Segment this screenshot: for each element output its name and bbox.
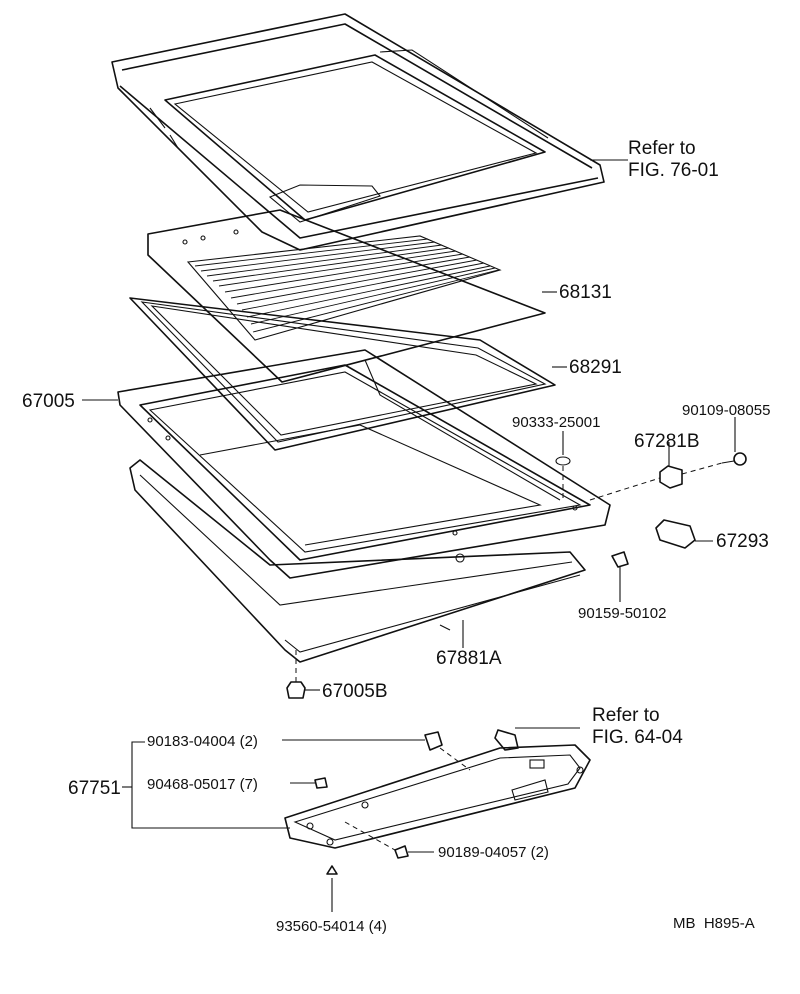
overhead-console-67751 <box>284 729 591 895</box>
stopper-67293 <box>655 519 696 549</box>
sunroof-trim-frame <box>129 459 586 663</box>
sunroof-glass-panel <box>147 209 546 383</box>
label-67005: 67005 <box>22 391 75 412</box>
label-67005b: 67005B <box>322 681 388 702</box>
refer-fig-64-04-line1: Refer to <box>592 705 660 726</box>
label-90109-08055: 90109-08055 <box>682 402 770 419</box>
label-90333-25001: 90333-25001 <box>512 414 600 431</box>
clip-90159 <box>611 551 629 568</box>
label-90183-04004: 90183-04004 (2) <box>147 733 258 750</box>
refer-fig-76-01-line2: FIG. 76-01 <box>628 160 719 181</box>
label-67881a: 67881A <box>436 648 502 669</box>
weatherstrip-seal <box>129 297 556 451</box>
bracket-67281b <box>659 465 683 489</box>
label-90468-05017: 90468-05017 (7) <box>147 776 258 793</box>
leader-lines <box>82 159 736 912</box>
label-93560-54014: 93560-54014 (4) <box>276 918 387 935</box>
label-90159-50102: 90159-50102 <box>578 605 666 622</box>
label-90189-04057: 90189-04057 (2) <box>438 844 549 861</box>
label-67293: 67293 <box>716 531 769 552</box>
bolt-90109 <box>721 452 747 466</box>
plug-67005b <box>286 681 306 699</box>
refer-fig-76-01-line1: Refer to <box>628 138 696 159</box>
drawing-code: MB H895-A <box>673 915 755 932</box>
label-67281b: 67281B <box>634 431 700 452</box>
label-67751: 67751 <box>68 778 121 799</box>
refer-fig-64-04-line2: FIG. 64-04 <box>592 727 683 748</box>
grommet-90333 <box>555 456 571 466</box>
label-68131: 68131 <box>559 282 612 303</box>
roof-panel <box>111 13 605 251</box>
label-68291: 68291 <box>569 357 622 378</box>
sunroof-housing-frame <box>117 349 611 579</box>
